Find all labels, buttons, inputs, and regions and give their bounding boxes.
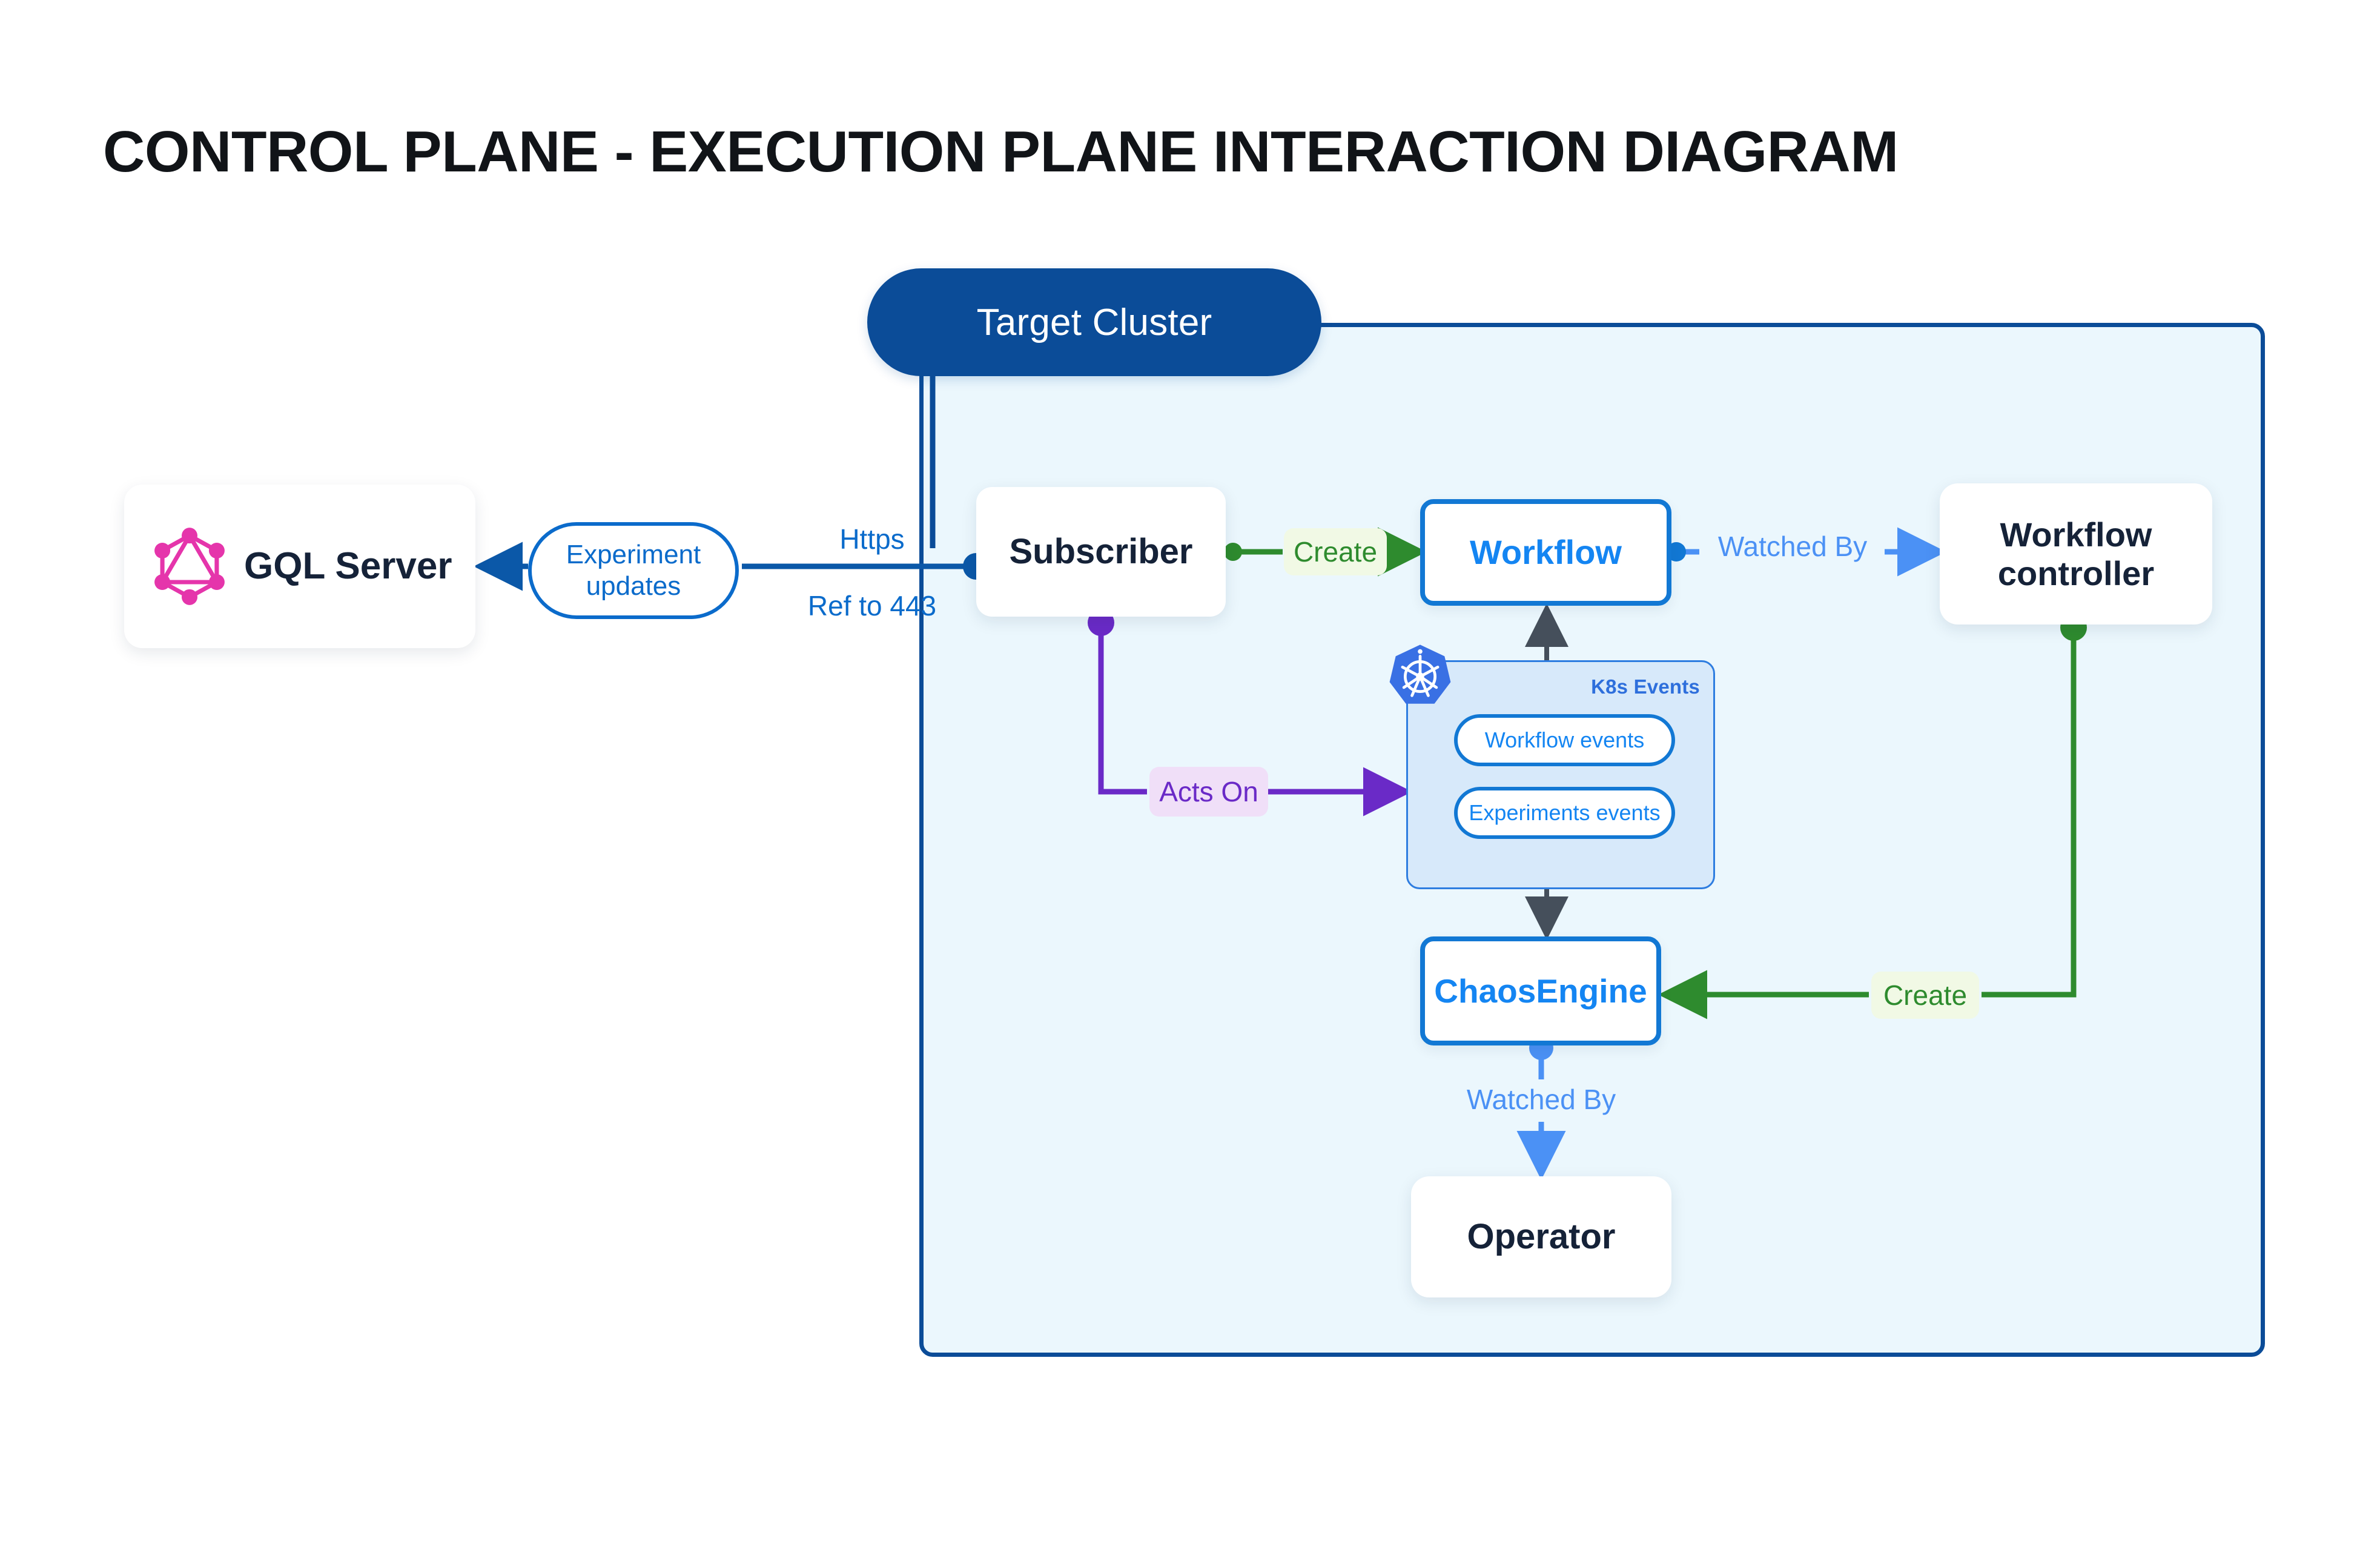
target-cluster-title[interactable]: Target Cluster [867,268,1321,376]
k8s-events-panel-title: K8s Events [1591,675,1700,698]
edge-label-watched-by-operator: Watched By [1466,1083,1616,1115]
node-gql-server-label: GQL Server [244,545,452,587]
node-workflow-controller[interactable]: Workflow controller [1940,483,2212,625]
edge-label-experiment-updates-text: Experiment updates [566,540,701,601]
edge-label-https: Https [839,523,905,555]
node-subscriber-label: Subscriber [1009,531,1193,571]
page-title: CONTROL PLANE - EXECUTION PLANE INTERACT… [103,119,1899,184]
node-workflow[interactable]: Workflow [1420,499,1671,606]
k8s-pill-experiments-events-label: Experiments events [1469,800,1661,825]
node-chaosengine[interactable]: ChaosEngine [1420,936,1661,1045]
node-workflow-label: Workflow [1470,533,1622,572]
edge-label-experiment-updates[interactable]: Experiment updates [528,522,739,619]
graphql-icon [153,527,226,606]
target-cluster-title-label: Target Cluster [976,301,1212,343]
edge-label-acts-on: Acts On [1149,767,1268,817]
edge-label-create-chaosengine: Create [1871,972,1979,1019]
node-subscriber[interactable]: Subscriber [976,487,1226,617]
node-operator-label: Operator [1467,1216,1616,1256]
edge-label-ref-to-443: Ref to 443 [807,589,937,621]
k8s-pill-workflow-events[interactable]: Workflow events [1454,714,1675,766]
node-workflow-controller-label: Workflow controller [1997,515,2155,592]
k8s-pill-workflow-events-label: Workflow events [1484,727,1645,752]
k8s-pill-experiments-events[interactable]: Experiments events [1454,787,1675,839]
k8s-events-panel[interactable]: K8s Events Workflow events Experiments e… [1389,644,1715,889]
edge-label-watched-by-controller: Watched By [1717,530,1868,562]
kubernetes-icon [1386,643,1454,711]
node-gql-server[interactable]: GQL Server [124,485,475,648]
node-operator[interactable]: Operator [1411,1176,1671,1297]
edge-label-create-workflow: Create [1284,528,1387,575]
node-chaosengine-label: ChaosEngine [1434,972,1647,1010]
